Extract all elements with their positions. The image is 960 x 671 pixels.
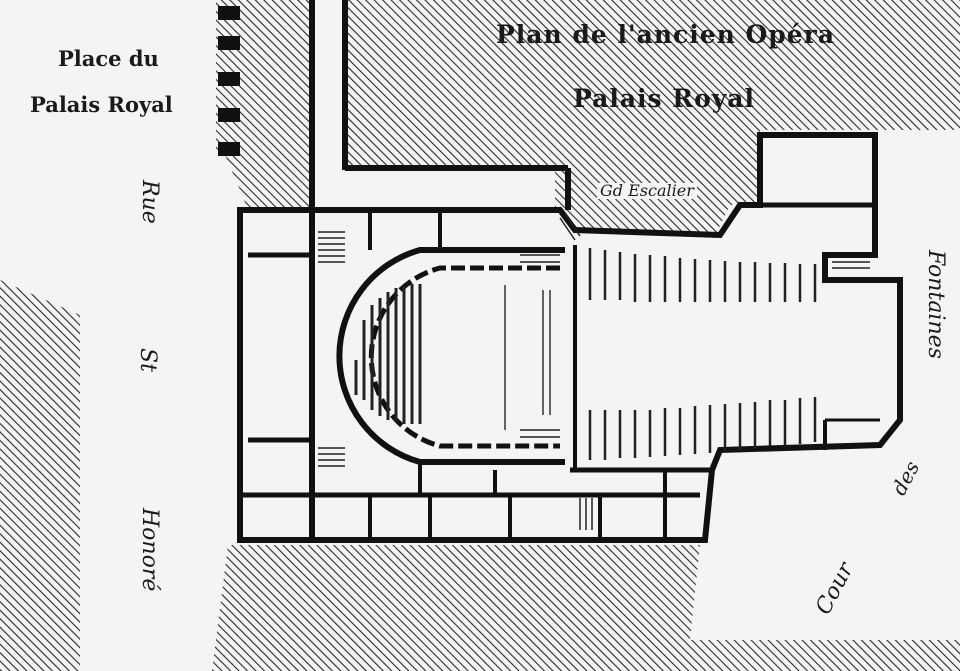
street-label-st: St [135, 348, 160, 372]
place-label-line2: Palais Royal [30, 92, 173, 117]
parterre-seating [354, 284, 422, 424]
street-label-honore: Honoré [137, 508, 162, 592]
stage-outline [504, 285, 551, 430]
hatched-block-top [216, 0, 960, 238]
facade-pilasters [218, 6, 240, 156]
grand-escalier-label: Gd Escalier [597, 183, 697, 199]
stage-wing-flats [588, 248, 817, 460]
street-label-rue: Rue [137, 180, 162, 224]
map-title-line1: Plan de l'ancien Opéra [496, 20, 836, 49]
map-title-line2: Palais Royal [573, 84, 755, 113]
place-label-line1: Place du [58, 46, 159, 71]
cour-des-fontaines-area [690, 280, 960, 640]
hatched-block-left [0, 280, 80, 671]
hatched-block-bottom [212, 545, 960, 671]
staircases [318, 213, 870, 530]
cour-label-fontaines: Fontaines [923, 250, 948, 359]
